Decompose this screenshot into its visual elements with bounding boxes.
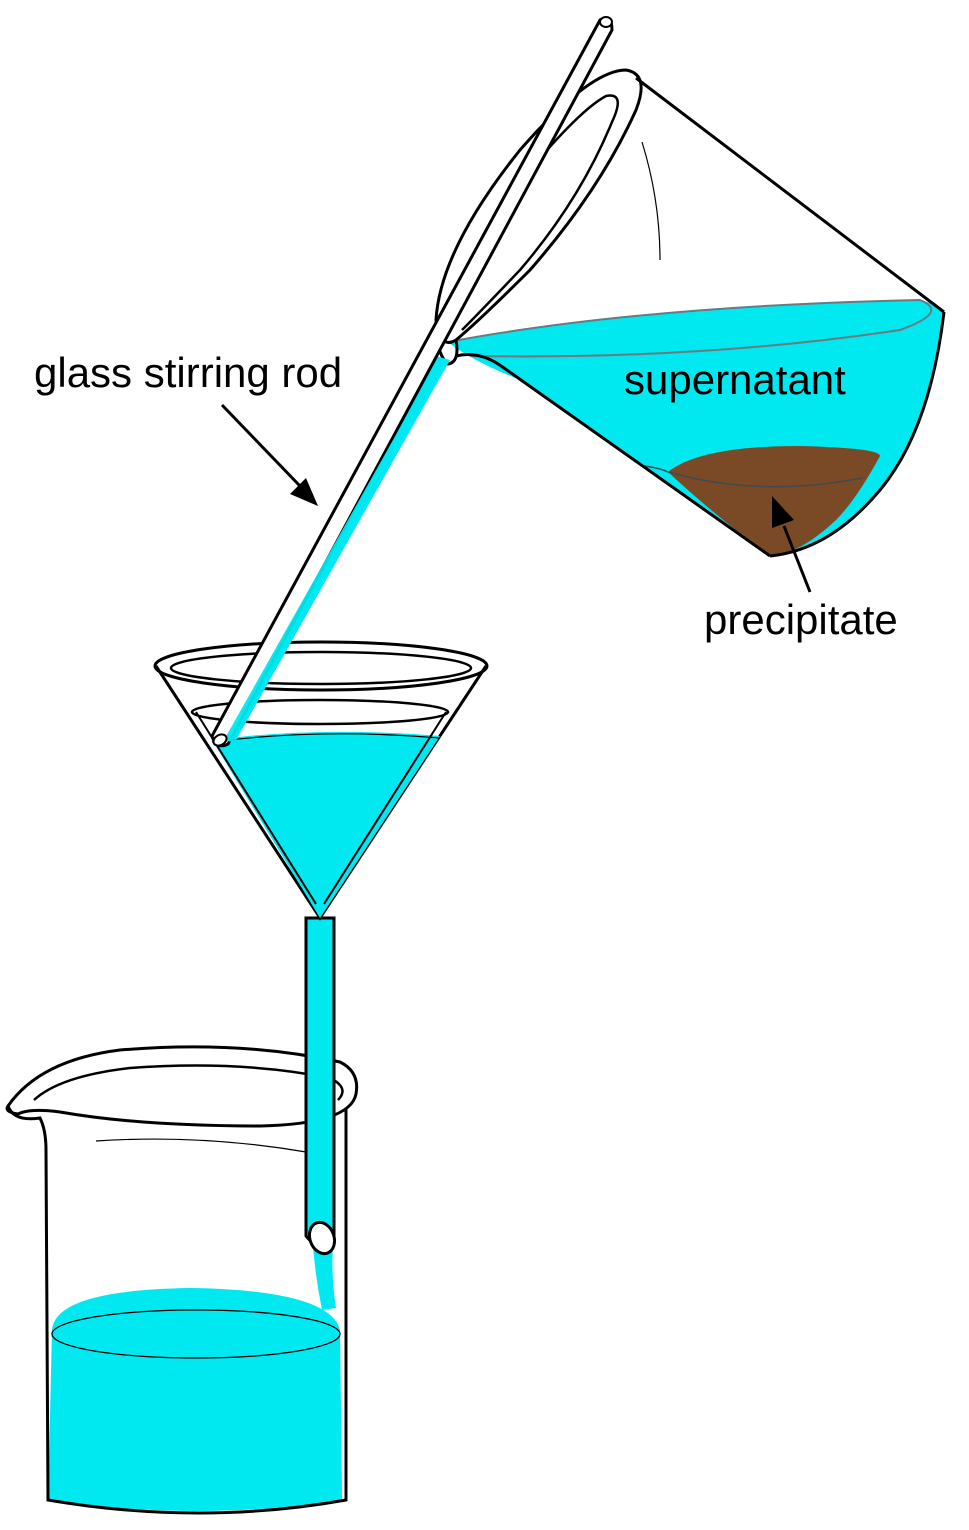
rod-tip <box>212 733 228 747</box>
funnel-stem-tip <box>307 1220 337 1256</box>
receiving-beaker-liquid <box>48 1288 342 1511</box>
pouring-beaker-reflection <box>641 141 661 261</box>
receiving-beaker-rim-inner <box>33 1064 344 1101</box>
glass-stirring-rod <box>210 16 614 748</box>
arrow-rod-shaft <box>220 403 302 488</box>
label-supernatant: supernatant <box>624 356 846 403</box>
funnel-liquid-surface <box>211 733 441 743</box>
funnel-rim-lower <box>190 698 450 726</box>
rod-top-end <box>599 16 613 28</box>
pouring-beaker-precipitate-surface <box>667 471 863 488</box>
label-glass-stirring-rod: glass stirring rod <box>34 349 342 396</box>
pouring-beaker-wall-bottom <box>455 353 771 558</box>
pouring-beaker <box>434 68 946 558</box>
arrow-precipitate-head <box>772 496 794 528</box>
rod-body-overlay-stream <box>224 360 446 742</box>
funnel-cone-inner-right <box>323 711 447 905</box>
receiving-beaker-body <box>44 1104 348 1515</box>
funnel-rim-outer <box>153 640 489 692</box>
pouring-beaker-liquid-surface <box>447 298 933 358</box>
pouring-beaker-rim-outer <box>434 68 643 344</box>
receiving-beaker-spout <box>6 1105 48 1151</box>
receiving-beaker-rim <box>5 1045 359 1128</box>
arrow-rod-head <box>290 478 318 506</box>
pouring-beaker-wall-top <box>635 76 945 314</box>
arrow-precipitate-shaft <box>782 525 812 593</box>
labels: glass stirring rod supernatant precipita… <box>34 349 898 643</box>
pouring-beaker-liquid-edge <box>643 465 669 473</box>
receiving-beaker-liquid-surface <box>51 1309 341 1359</box>
receiving-beaker <box>5 1045 359 1515</box>
label-precipitate: precipitate <box>704 596 898 643</box>
funnel <box>153 640 489 1310</box>
pouring-beaker-supernatant <box>448 300 944 556</box>
pouring-beaker-bottom <box>769 311 946 558</box>
receiving-beaker-reflection <box>95 1138 307 1153</box>
funnel-rim-inner <box>169 650 473 686</box>
funnel-liquid <box>212 731 440 918</box>
funnel-stem <box>304 916 336 1247</box>
